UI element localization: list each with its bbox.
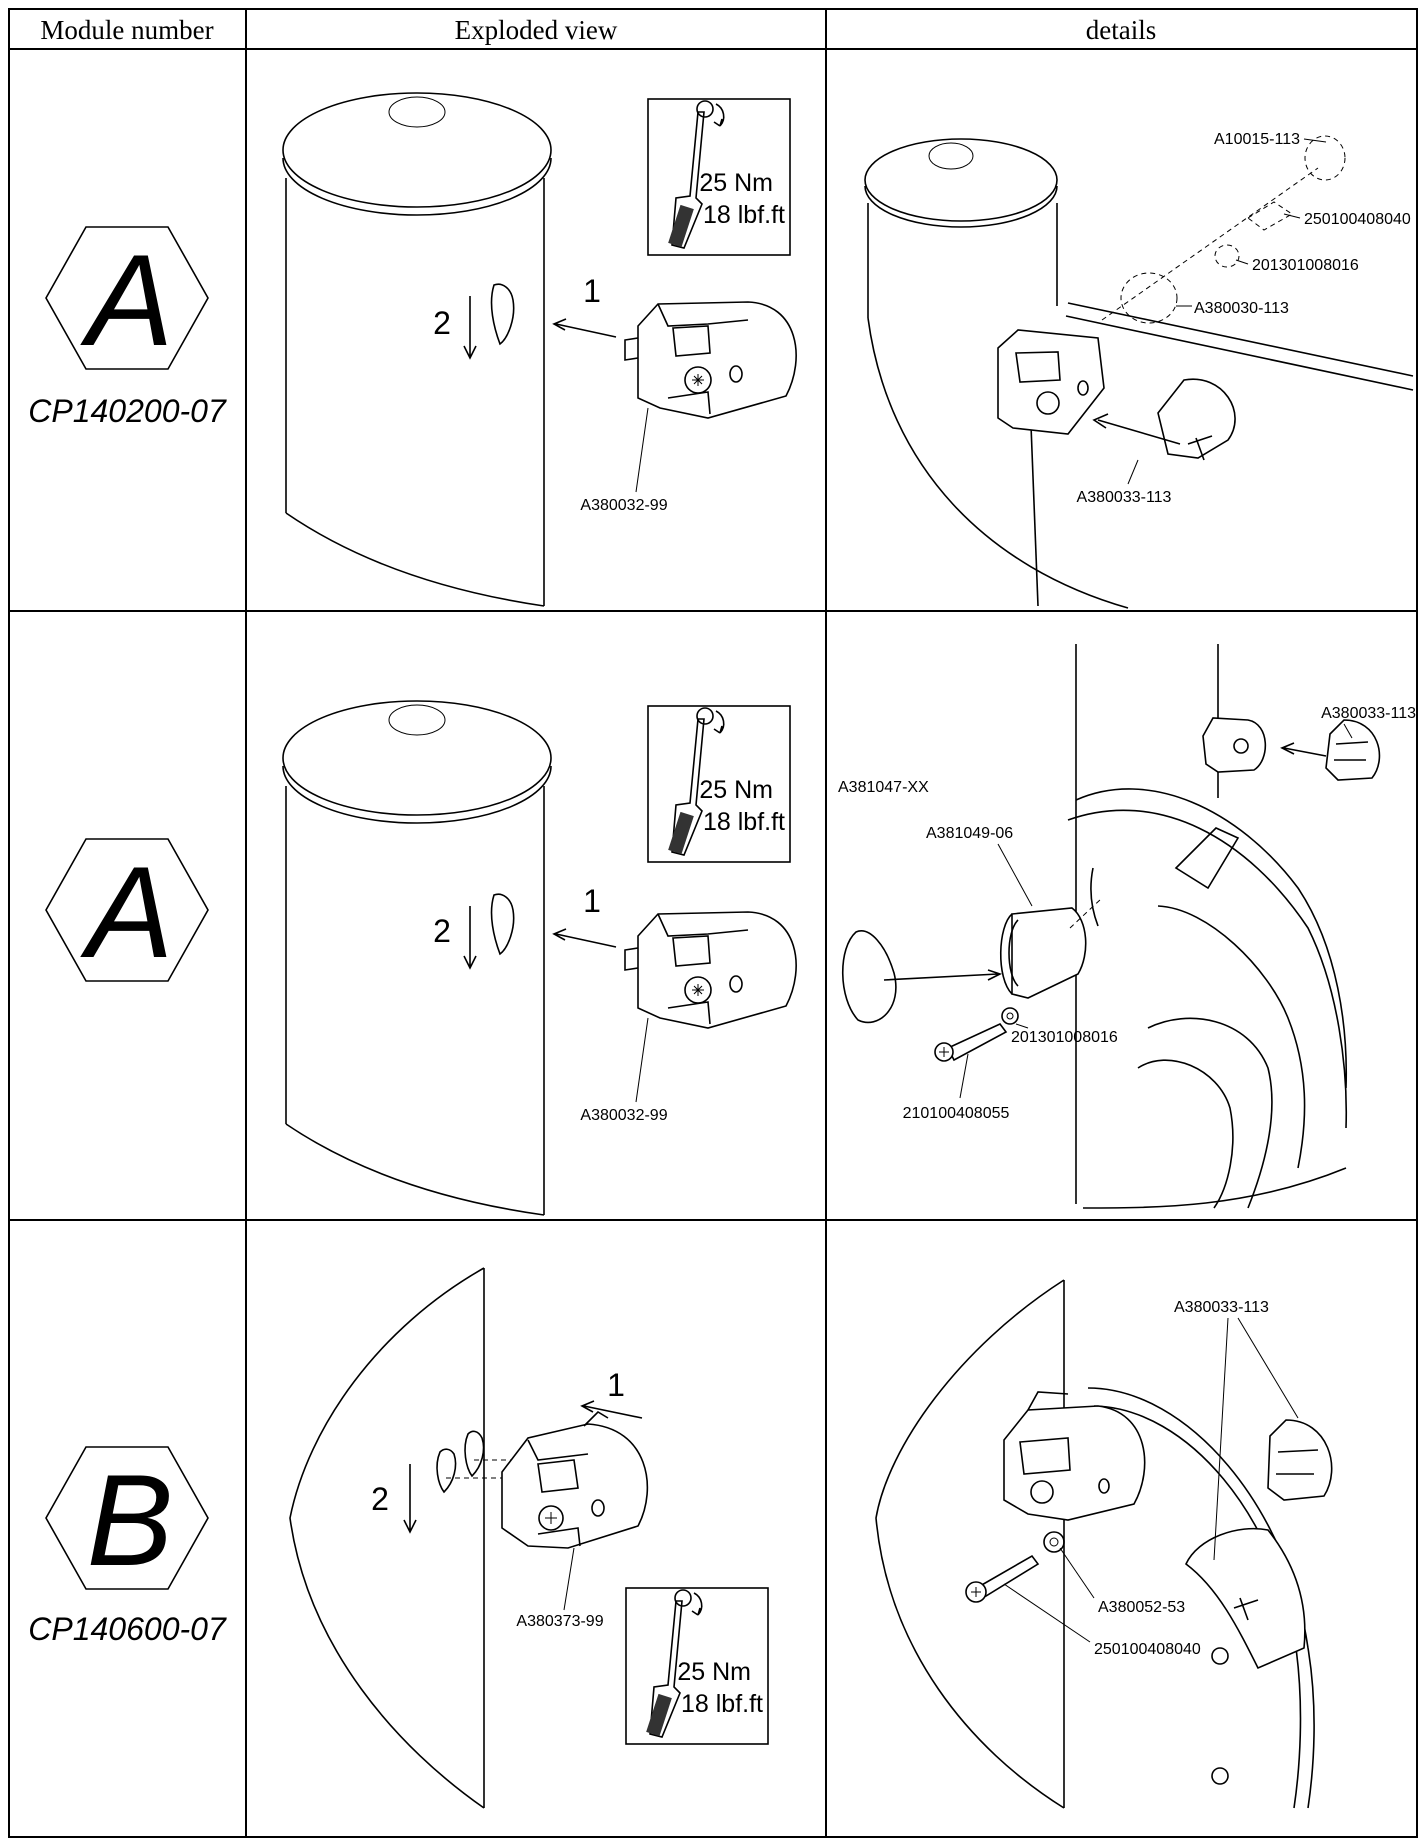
cylinder-segment-drawing	[289, 1267, 518, 1809]
cylinder-drawing	[282, 92, 552, 607]
detail-part-5: 210100408055	[903, 1105, 1010, 1122]
arrow-left-icon	[580, 1400, 643, 1419]
row-3: B CP140600-07 2 1 A380373-99	[28, 1267, 1333, 1809]
table-grid	[8, 8, 1418, 1838]
step-1-label: 1	[583, 883, 601, 919]
step-1-label: 1	[607, 1367, 625, 1403]
arrow-down-icon	[463, 906, 477, 970]
torque-wrench-icon	[671, 718, 705, 856]
torque-nm: 25 Nm	[699, 776, 773, 804]
detail-part-1: A380033-113	[1174, 1299, 1269, 1316]
arrow-down-icon	[403, 1464, 417, 1534]
keyhole-slot	[490, 283, 515, 346]
part-label: A380373-99	[516, 1613, 603, 1630]
step-2-label: 2	[433, 305, 451, 341]
header-exploded-view: Exploded view	[455, 15, 618, 45]
step-2-label: 2	[371, 1481, 389, 1517]
hexagon-icon	[45, 838, 209, 982]
torque-lbf: 18 lbf.ft	[703, 808, 785, 836]
detail-part-3: 201301008016	[1252, 257, 1359, 274]
hexagon-icon	[45, 226, 209, 370]
torque-nm: 25 Nm	[677, 1658, 751, 1686]
leader-line	[563, 1547, 575, 1611]
torque-wrench-icon	[671, 111, 705, 249]
dashed-washer	[1120, 272, 1178, 324]
arrow-down-icon	[463, 296, 477, 360]
step-2-label: 2	[433, 913, 451, 949]
details-drawing	[864, 135, 1414, 609]
assembly-sheet: Module number Exploded view details A CP…	[8, 8, 1418, 1838]
detail-part-3: 250100408040	[1094, 1641, 1201, 1658]
keyhole-slot	[490, 893, 515, 956]
row-1: A CP140200-07 2 1 A3	[28, 92, 1414, 609]
torque-nm: 25 Nm	[699, 169, 773, 197]
arrow-left-icon	[552, 318, 617, 338]
detail-part-1: A10015-113	[1214, 131, 1300, 148]
details-drawing	[841, 644, 1381, 1209]
plug-cap	[841, 930, 897, 1024]
details-drawing	[875, 1279, 1333, 1809]
bracket-drawing	[624, 911, 797, 1029]
torque-lbf: 18 lbf.ft	[681, 1690, 763, 1718]
module-letter: A	[80, 227, 174, 373]
detail-part-1: A380033-113	[1321, 705, 1416, 722]
bracket-drawing	[501, 1410, 649, 1549]
part-label: A380032-99	[580, 497, 667, 514]
module-code: CP140600-07	[28, 1611, 227, 1647]
leader-line	[635, 1017, 649, 1103]
arrow-left-icon	[552, 928, 617, 948]
module-letter: B	[87, 1447, 174, 1593]
part-label: A380032-99	[580, 1107, 667, 1124]
header-details: details	[1086, 15, 1156, 45]
torque-box: 25 Nm 18 lbf.ft	[647, 705, 791, 863]
detail-part-5: A380033-113	[1077, 489, 1172, 506]
detail-part-2: A381047-XX	[838, 779, 929, 796]
assembly-table: Module number Exploded view details A CP…	[8, 8, 1418, 1838]
detail-part-4: 201301008016	[1011, 1029, 1118, 1046]
torque-wrench-icon	[649, 1600, 683, 1738]
torque-box: 25 Nm 18 lbf.ft	[647, 98, 791, 256]
row-2: A 2 1 A380032-99	[45, 644, 1416, 1216]
header-module-number: Module number	[40, 15, 213, 45]
cylinder-drawing	[282, 700, 552, 1216]
step-1-label: 1	[583, 273, 601, 309]
hexagon-icon	[45, 1446, 209, 1590]
detail-part-2: A380052-53	[1098, 1599, 1185, 1616]
module-hexagon: B	[45, 1446, 209, 1593]
module-code: CP140200-07	[28, 393, 227, 429]
bracket-drawing	[624, 301, 797, 419]
module-letter: A	[80, 839, 174, 985]
torque-box: 25 Nm 18 lbf.ft	[625, 1587, 769, 1745]
module-hexagon: A	[45, 226, 209, 373]
torque-lbf: 18 lbf.ft	[703, 201, 785, 229]
detail-part-4: A380030-113	[1194, 300, 1289, 317]
detail-part-2: 250100408040	[1304, 211, 1411, 228]
detail-part-3: A381049-06	[926, 825, 1013, 842]
leader-line	[635, 407, 649, 493]
module-hexagon: A	[45, 838, 209, 985]
